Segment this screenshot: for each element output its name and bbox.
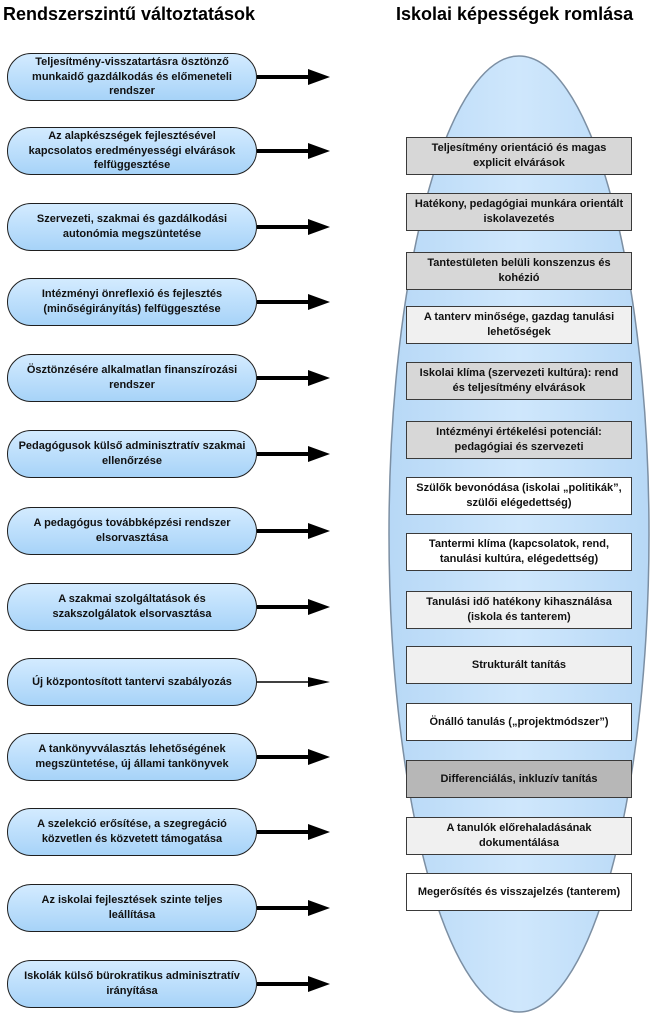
change-item: A szakmai szolgáltatások és szakszolgála… [7, 583, 257, 631]
capability-box: Strukturált tanítás [406, 646, 632, 684]
capability-box: Iskolai klíma (szervezeti kultúra): rend… [406, 362, 632, 400]
change-item: Szervezeti, szakmai és gazdálkodási auto… [7, 203, 257, 251]
arrows-group [257, 69, 330, 992]
arrow-head [308, 749, 330, 765]
capability-box: Differenciálás, inkluzív tanítás [406, 760, 632, 798]
change-item: Intézményi önreflexió és fejlesztés (min… [7, 278, 257, 326]
arrow-head [308, 677, 330, 687]
change-item: A tankönyvválasztás lehetőségének megszü… [7, 733, 257, 781]
arrow-head [308, 370, 330, 386]
change-item: Iskolák külső bürokratikus adminisztratí… [7, 960, 257, 1008]
arrow-head [308, 69, 330, 85]
arrow-head [308, 294, 330, 310]
change-item: A pedagógus továbbképzési rendszer elsor… [7, 507, 257, 555]
change-item: Az iskolai fejlesztések szinte teljes le… [7, 884, 257, 932]
capability-box: Szülők bevonódása (iskolai „politikák”, … [406, 477, 632, 515]
change-item: Új központosított tantervi szabályozás [7, 658, 257, 706]
arrow-head [308, 599, 330, 615]
capability-box: A tanterv minősége, gazdag tanulási lehe… [406, 306, 632, 344]
change-item: Az alapkészségek fejlesztésével kapcsola… [7, 127, 257, 175]
arrow-head [308, 900, 330, 916]
capability-box: Tantestületen belüli konszenzus és kohéz… [406, 252, 632, 290]
right-column-title: Iskolai képességek romlása [396, 4, 634, 24]
arrow-head [308, 143, 330, 159]
arrow-head [308, 824, 330, 840]
left-column-title: Rendszerszintű változtatások [3, 4, 256, 24]
arrow-head [308, 219, 330, 235]
change-item: Teljesítmény-visszatartásra ösztönző mun… [7, 53, 257, 101]
arrow-head [308, 976, 330, 992]
capability-box: Önálló tanulás („projektmódszer”) [406, 703, 632, 741]
change-item: A szelekció erősítése, a szegregáció köz… [7, 808, 257, 856]
capability-box: Tanulási idő hatékony kihasználása (isko… [406, 591, 632, 629]
capability-box: Hatékony, pedagógiai munkára orientált i… [406, 193, 632, 231]
change-item: Pedagógusok külső adminisztratív szakmai… [7, 430, 257, 478]
capability-box: Intézményi értékelési potenciál: pedagóg… [406, 421, 632, 459]
change-item: Ösztönzésére alkalmatlan finanszírozási … [7, 354, 257, 402]
capability-box: Teljesítmény orientáció és magas explici… [406, 137, 632, 175]
capability-box: Tantermi klíma (kapcsolatok, rend, tanul… [406, 533, 632, 571]
capability-box: Megerősítés és visszajelzés (tanterem) [406, 873, 632, 911]
arrow-head [308, 523, 330, 539]
arrow-head [308, 446, 330, 462]
capability-box: A tanulók előrehaladásának dokumentálása [406, 817, 632, 855]
